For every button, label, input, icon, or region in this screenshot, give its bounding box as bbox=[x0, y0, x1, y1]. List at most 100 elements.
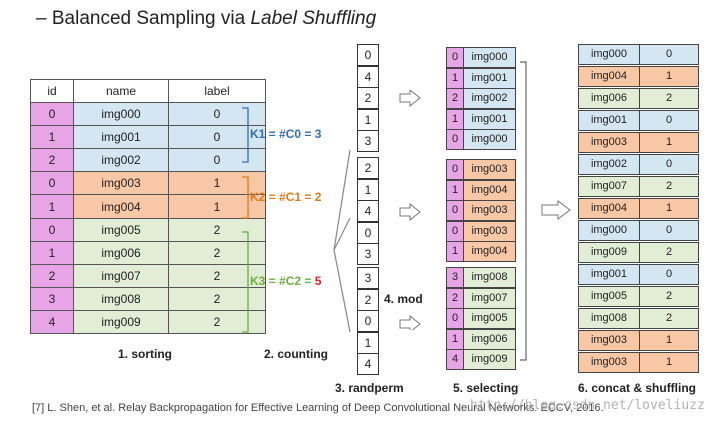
sorting-id-cell: 2 bbox=[30, 263, 74, 288]
sorting-label-cell: 2 bbox=[168, 309, 266, 335]
output-label-cell: 2 bbox=[640, 242, 699, 263]
output-label-cell: 2 bbox=[640, 286, 699, 307]
mod-label: 4. mod bbox=[384, 292, 423, 306]
output-label-cell: 1 bbox=[640, 198, 699, 219]
selecting-name-cell: img000 bbox=[464, 129, 516, 150]
arrow-to-randperm-2 bbox=[333, 217, 351, 251]
sorting-id-cell: 3 bbox=[30, 286, 74, 311]
output-name-cell: img007 bbox=[578, 176, 640, 197]
output-name-cell: img003 bbox=[578, 330, 640, 351]
output-name-cell: img002 bbox=[578, 154, 640, 175]
randperm-cell: 0 bbox=[357, 310, 379, 332]
output-name-cell: img000 bbox=[578, 44, 640, 65]
sorting-name-cell: img008 bbox=[73, 286, 169, 311]
output-name-cell: img001 bbox=[578, 264, 640, 285]
randperm-cell: 1 bbox=[357, 331, 379, 354]
output-name-cell: img000 bbox=[578, 220, 640, 241]
watermark: http://blog.csdn.net/loveliuzz bbox=[470, 398, 705, 413]
mod-arrow-2 bbox=[399, 202, 421, 222]
randperm-cell: 1 bbox=[357, 178, 379, 201]
label-k3-prefix: K3 = #C2 = bbox=[250, 274, 315, 288]
selecting-name-cell: img004 bbox=[464, 179, 516, 201]
sorting-name-cell: img005 bbox=[73, 217, 169, 242]
sorting-name-cell: img000 bbox=[73, 102, 169, 127]
selecting-index-cell: 1 bbox=[446, 328, 464, 350]
output-name-cell: img006 bbox=[578, 88, 640, 109]
concat-arrow bbox=[541, 200, 571, 220]
concat-arrow-shape bbox=[541, 200, 571, 220]
output-label-cell: 1 bbox=[640, 330, 699, 351]
sorting-name-cell: img009 bbox=[73, 309, 169, 335]
caption-sorting: 1. sorting bbox=[118, 347, 173, 361]
sorting-id-cell: 0 bbox=[30, 217, 74, 242]
randperm-cell: 2 bbox=[357, 157, 379, 179]
output-name-cell: img003 bbox=[578, 352, 640, 373]
selecting-name-cell: img008 bbox=[464, 267, 516, 288]
selecting-index-cell: 0 bbox=[446, 308, 464, 329]
selecting-index-cell: 0 bbox=[446, 159, 464, 180]
selecting-index-cell: 0 bbox=[446, 129, 464, 150]
output-label-cell: 2 bbox=[640, 308, 699, 329]
selecting-index-cell: 0 bbox=[446, 200, 464, 221]
randperm-cell: 4 bbox=[357, 353, 379, 375]
label-k3: K3 = #C2 = 5 bbox=[250, 274, 321, 288]
output-name-cell: img003 bbox=[578, 132, 640, 153]
caption-counting: 2. counting bbox=[264, 347, 328, 361]
output-label-cell: 2 bbox=[640, 176, 699, 197]
selecting-name-cell: img003 bbox=[464, 200, 516, 221]
caption-selecting: 5. selecting bbox=[453, 381, 519, 395]
sorting-name-cell: img004 bbox=[73, 194, 169, 219]
selecting-name-cell: img003 bbox=[464, 220, 516, 242]
output-name-cell: img001 bbox=[578, 110, 640, 131]
randperm-cell: 4 bbox=[357, 65, 379, 88]
output-label-cell: 1 bbox=[640, 352, 699, 373]
randperm-cell: 0 bbox=[357, 221, 379, 244]
output-label-cell: 0 bbox=[640, 264, 699, 285]
sorting-id-cell: 0 bbox=[30, 171, 74, 196]
sorting-id-cell: 1 bbox=[30, 194, 74, 219]
output-label-cell: 0 bbox=[640, 44, 699, 65]
label-k1: K1 = #C0 = 3 bbox=[250, 127, 322, 141]
sorting-label-cell: 1 bbox=[168, 171, 266, 196]
selecting-name-cell: img000 bbox=[464, 47, 516, 68]
mod-arrow-1 bbox=[399, 90, 421, 108]
sorting-name-cell: img002 bbox=[73, 148, 169, 173]
title-italic: Label Shuffling bbox=[250, 8, 377, 29]
mod-arrow-3 bbox=[399, 314, 421, 330]
selecting-index-cell: 1 bbox=[446, 241, 464, 262]
bracket-k1 bbox=[242, 107, 249, 163]
output-name-cell: img004 bbox=[578, 66, 640, 87]
header-id: id bbox=[30, 78, 74, 104]
selecting-name-cell: img002 bbox=[464, 88, 516, 109]
sorting-name-cell: img003 bbox=[73, 171, 169, 196]
randperm-cell: 3 bbox=[357, 243, 379, 265]
mod-arrows bbox=[399, 90, 421, 330]
output-label-cell: 2 bbox=[640, 88, 699, 109]
